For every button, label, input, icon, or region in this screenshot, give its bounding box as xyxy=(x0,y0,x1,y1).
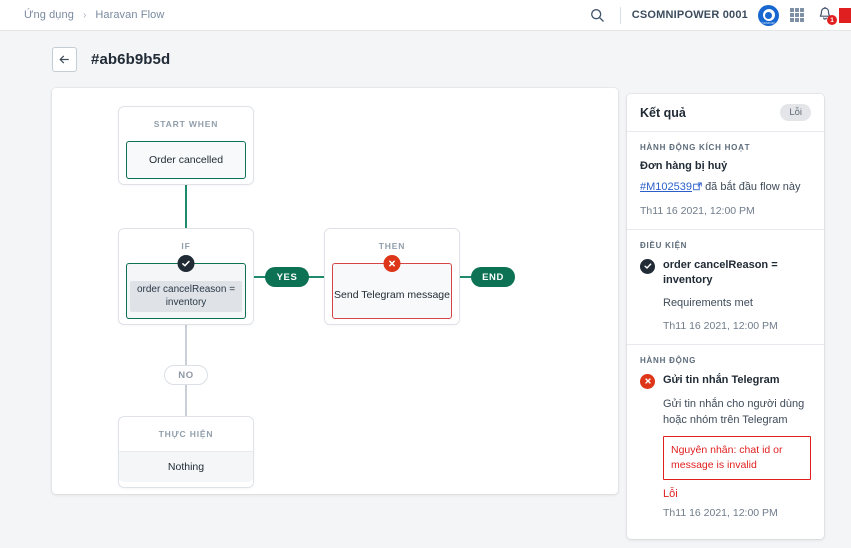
flow-node-if[interactable]: IF order cancelReason = inventory xyxy=(118,228,254,325)
error-reason-box: Nguyên nhân: chat id or message is inval… xyxy=(663,436,811,480)
section-trigger-suffix: đã bắt đầu flow này xyxy=(705,181,801,193)
error-circle-icon xyxy=(640,373,655,389)
breadcrumb: Ứng dụng › Haravan Flow xyxy=(24,9,164,21)
connector-then-to-end xyxy=(460,276,472,278)
avatar[interactable]: haravan xyxy=(758,4,779,26)
back-button[interactable] xyxy=(52,46,77,72)
section-action-title: Gửi tin nhắn Telegram xyxy=(663,373,780,386)
section-trigger: HÀNH ĐỘNG KÍCH HOẠT Đơn hàng bị huỷ #M10… xyxy=(627,132,824,230)
topbar-divider xyxy=(619,6,621,24)
avatar-ring xyxy=(762,9,775,21)
connector-if-to-no xyxy=(185,325,187,365)
top-navigation-bar: Ứng dụng › Haravan Flow CSOMNIPOWER 0001… xyxy=(0,0,851,31)
breadcrumb-item-apps[interactable]: Ứng dụng xyxy=(24,9,74,21)
page-header: #ab6b9b5d xyxy=(0,31,851,87)
connector-no-to-do xyxy=(185,385,187,416)
flow-node-do-body: Nothing xyxy=(119,451,253,482)
section-condition-label: ĐIỀU KIỆN xyxy=(640,240,688,250)
section-condition-detail: Requirements met xyxy=(663,296,753,309)
result-panel-title: Kết quả xyxy=(640,105,686,120)
search-icon[interactable] xyxy=(585,0,611,31)
notification-accent-block xyxy=(839,7,851,23)
error-status-text: Lỗi xyxy=(663,487,678,500)
order-link[interactable]: #M102539 xyxy=(640,181,692,193)
section-action-detail: Gửi tin nhắn cho người dùng hoặc nhóm tr… xyxy=(663,397,805,426)
flow-node-if-header: IF xyxy=(181,241,191,251)
result-panel-header: Kết quả Lỗi xyxy=(627,94,824,132)
section-trigger-label: HÀNH ĐỘNG KÍCH HOẠT xyxy=(640,143,751,152)
flow-pill-end: END xyxy=(471,267,515,287)
flow-node-then[interactable]: THEN Send Telegram message xyxy=(324,228,460,325)
topbar-actions: CSOMNIPOWER 0001 haravan 1 xyxy=(585,0,851,31)
apps-grid-icon[interactable] xyxy=(790,8,804,22)
section-action-row: Gửi tin nhắn Telegram xyxy=(640,373,811,389)
status-badge: Lỗi xyxy=(780,104,811,121)
external-link-icon[interactable] xyxy=(693,181,702,197)
flow-node-then-header: THEN xyxy=(378,241,406,251)
check-circle-icon xyxy=(177,255,195,272)
bell-icon[interactable]: 1 xyxy=(817,6,837,25)
section-trigger-timestamp: Th11 16 2021, 12:00 PM xyxy=(640,204,755,217)
section-action: HÀNH ĐỘNG Gửi tin nhắn Telegram Gửi tin … xyxy=(627,345,824,531)
section-condition: ĐIỀU KIỆN order cancelReason = inventory… xyxy=(627,230,824,345)
error-circle-icon xyxy=(383,255,401,272)
section-condition-timestamp: Th11 16 2021, 12:00 PM xyxy=(663,319,778,332)
flow-node-then-action-text: Send Telegram message xyxy=(334,289,450,301)
breadcrumb-separator: › xyxy=(82,9,87,21)
flow-node-if-body[interactable]: order cancelReason = inventory xyxy=(126,255,246,319)
section-action-label: HÀNH ĐỘNG xyxy=(640,355,697,365)
check-circle-icon xyxy=(640,258,655,274)
avatar-dot xyxy=(765,11,772,19)
section-condition-title: order cancelReason = inventory xyxy=(663,258,778,286)
connector-yes-to-then xyxy=(308,276,325,278)
flow-pill-no: NO xyxy=(164,365,208,385)
bell-badge-count: 1 xyxy=(827,15,837,25)
flow-node-do-header: THỰC HIỆN xyxy=(158,429,214,439)
page-title: #ab6b9b5d xyxy=(91,50,171,68)
section-condition-row: order cancelReason = inventory xyxy=(640,258,811,288)
result-panel: Kết quả Lỗi HÀNH ĐỘNG KÍCH HOẠT Đơn hàng… xyxy=(627,94,824,539)
flow-node-start-when[interactable]: START WHEN Order cancelled xyxy=(118,106,254,185)
connector-if-to-yes xyxy=(254,276,266,278)
flow-node-if-condition-text: order cancelReason = inventory xyxy=(130,281,242,312)
flow-canvas[interactable]: START WHEN Order cancelled IF order canc… xyxy=(52,88,618,494)
breadcrumb-item-haravan-flow[interactable]: Haravan Flow xyxy=(95,9,165,21)
section-action-timestamp: Th11 16 2021, 12:00 PM xyxy=(663,506,778,519)
section-trigger-description: #M102539 đã bắt đầu flow này xyxy=(640,180,811,197)
avatar-brand-label: haravan xyxy=(761,20,776,25)
section-trigger-title: Đơn hàng bị huỷ xyxy=(640,160,728,172)
connector-start-to-if xyxy=(185,185,187,228)
section-action-error-wrap: Nguyên nhân: chat id or message is inval… xyxy=(663,436,811,519)
flow-node-start-when-body[interactable]: Order cancelled xyxy=(126,141,246,179)
account-name[interactable]: CSOMNIPOWER 0001 xyxy=(631,9,748,21)
flow-node-then-body[interactable]: Send Telegram message xyxy=(332,255,452,319)
flow-pill-yes: YES xyxy=(265,267,309,287)
flow-node-do[interactable]: THỰC HIỆN Nothing xyxy=(118,416,254,488)
arrow-left-icon xyxy=(59,55,69,63)
flow-node-start-when-header: START WHEN xyxy=(153,119,219,129)
